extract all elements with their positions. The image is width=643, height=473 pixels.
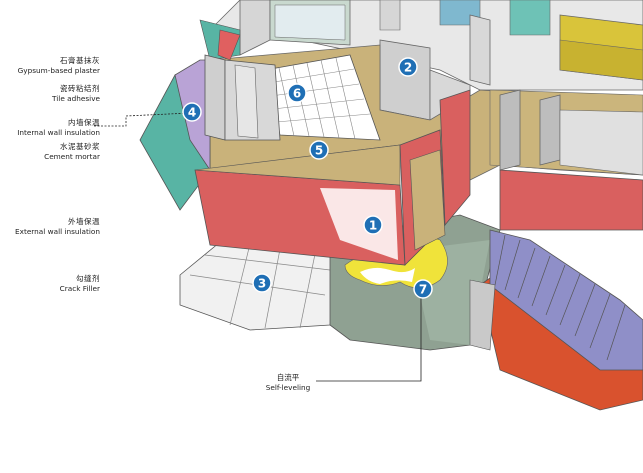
- label-en: Cement mortar: [44, 151, 100, 161]
- marker-circle: [287, 83, 307, 103]
- marker-circle: [363, 215, 383, 235]
- marker-3: 3: [252, 273, 272, 293]
- marker-circle: [398, 57, 418, 77]
- label-self-leveling: 自流平 Self-leveling: [248, 373, 328, 392]
- label-tile-adhesive: 瓷砖粘结剂 Tile adhesive: [52, 84, 100, 103]
- marker-2: 2: [398, 57, 418, 77]
- label-en: Gypsum-based plaster: [17, 65, 100, 75]
- marker-circle: [182, 102, 202, 122]
- label-zh: 瓷砖粘结剂: [60, 84, 100, 93]
- marker-4: 4: [182, 102, 202, 122]
- label-en: Self-leveling: [265, 382, 311, 392]
- back-structures: [209, 0, 643, 181]
- stairs-area: [469, 169, 643, 411]
- label-en: Crack Filler: [59, 283, 100, 293]
- label-zh: 勾缝剂: [76, 274, 100, 283]
- right-rooms: [499, 89, 643, 176]
- marker-number: 6: [293, 87, 301, 101]
- label-en: Internal wall insulation: [17, 127, 100, 137]
- marker-layer: 1 2 3 4 5 6 7: [182, 57, 433, 299]
- tile-wall: [204, 54, 381, 141]
- label-zh: 水泥基砂浆: [60, 142, 100, 151]
- marker-number: 4: [188, 106, 196, 120]
- marker-number: 2: [404, 61, 412, 75]
- marker-7: 7: [413, 279, 433, 299]
- marker-circle: [309, 140, 329, 160]
- marker-number: 1: [369, 219, 377, 233]
- marker-5: 5: [309, 140, 329, 160]
- marker-number: 7: [419, 283, 427, 297]
- marker-circle: [413, 279, 433, 299]
- leader-lines: [94, 112, 422, 382]
- label-cement-mortar: 水泥基砂浆 Cement mortar: [44, 142, 100, 161]
- marker-1: 1: [363, 215, 383, 235]
- marker-circle: [252, 273, 272, 293]
- exterior-wall: [194, 89, 471, 266]
- marker-number: 5: [315, 144, 323, 158]
- label-zh: 内墙保温: [68, 118, 100, 127]
- label-zh: 石膏基抹灰: [60, 56, 100, 65]
- label-zh: 外墙保温: [68, 217, 100, 226]
- marker-number: 3: [258, 277, 266, 291]
- label-crack-filler: 勾缝剂 Crack Filler: [60, 274, 100, 293]
- label-internal-insulation: 内墙保温 Internal wall insulation: [17, 118, 100, 137]
- label-en: Tile adhesive: [52, 93, 100, 103]
- label-gypsum-plaster: 石膏基抹灰 Gypsum-based plaster: [18, 56, 100, 75]
- label-zh: 自流平: [276, 373, 300, 382]
- label-external-insulation: 外墙保温 External wall insulation: [15, 217, 100, 236]
- label-en: External wall insulation: [15, 226, 100, 236]
- marker-6: 6: [287, 83, 307, 103]
